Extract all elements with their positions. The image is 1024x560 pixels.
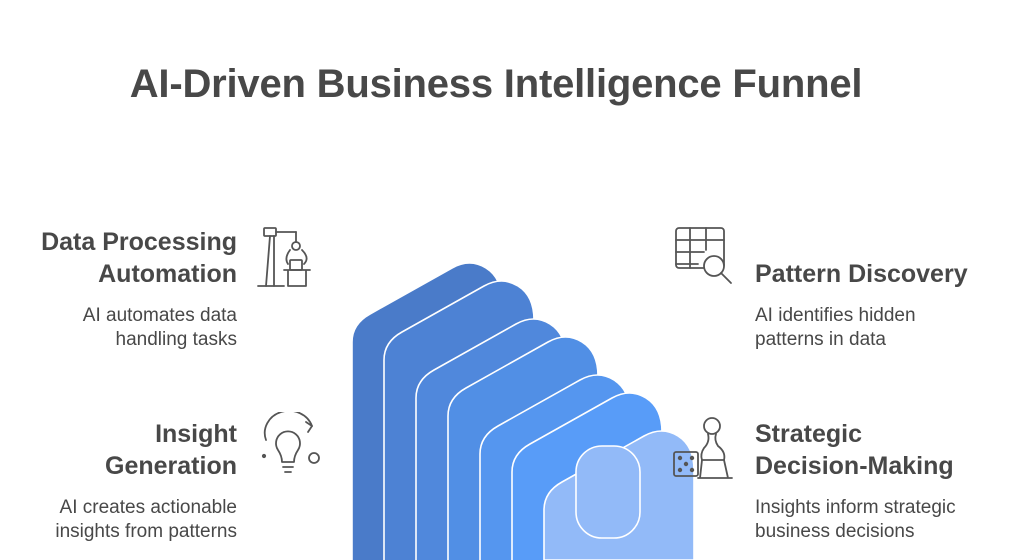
chess-dice-icon bbox=[668, 412, 738, 482]
robot-arm-icon bbox=[254, 222, 324, 292]
description-line: patterns in data bbox=[755, 329, 886, 350]
description-line: AI identifies hidden bbox=[755, 305, 916, 326]
strategic-decision-block: Strategic Decision-Making Insights infor… bbox=[755, 418, 956, 544]
heading-line: Strategic bbox=[755, 420, 862, 448]
funnel-end-cap bbox=[575, 445, 641, 539]
data-processing-description: AI automates data handling tasks bbox=[41, 304, 237, 352]
table-search-icon bbox=[668, 222, 738, 292]
description-line: AI automates data bbox=[82, 305, 237, 326]
insight-generation-block: Insight Generation AI creates actionable… bbox=[55, 418, 237, 544]
lightbulb-icon bbox=[256, 412, 326, 482]
data-processing-heading: Data Processing Automation bbox=[41, 226, 237, 290]
heading-line: Pattern Discovery bbox=[755, 260, 968, 288]
heading-line: Automation bbox=[98, 260, 237, 288]
page-title: AI-Driven Business Intelligence Funnel bbox=[129, 62, 863, 106]
description-line: handling tasks bbox=[115, 329, 237, 350]
heading-line: Generation bbox=[105, 452, 237, 480]
heading-line: Decision-Making bbox=[755, 452, 954, 480]
pattern-discovery-heading: Pattern Discovery bbox=[755, 258, 968, 290]
description-line: AI creates actionable bbox=[59, 497, 237, 518]
pattern-discovery-block: Pattern Discovery AI identifies hidden p… bbox=[755, 258, 968, 352]
heading-line: Insight bbox=[155, 420, 237, 448]
strategic-decision-description: Insights inform strategic business decis… bbox=[755, 496, 956, 544]
description-line: business decisions bbox=[755, 521, 915, 542]
pattern-discovery-description: AI identifies hidden patterns in data bbox=[755, 304, 968, 352]
data-processing-block: Data Processing Automation AI automates … bbox=[41, 226, 237, 352]
insight-generation-heading: Insight Generation bbox=[55, 418, 237, 482]
description-line: Insights inform strategic bbox=[755, 497, 956, 518]
insight-generation-description: AI creates actionable insights from patt… bbox=[55, 496, 237, 544]
strategic-decision-heading: Strategic Decision-Making bbox=[755, 418, 956, 482]
heading-line: Data Processing bbox=[41, 228, 237, 256]
description-line: insights from patterns bbox=[55, 521, 237, 542]
